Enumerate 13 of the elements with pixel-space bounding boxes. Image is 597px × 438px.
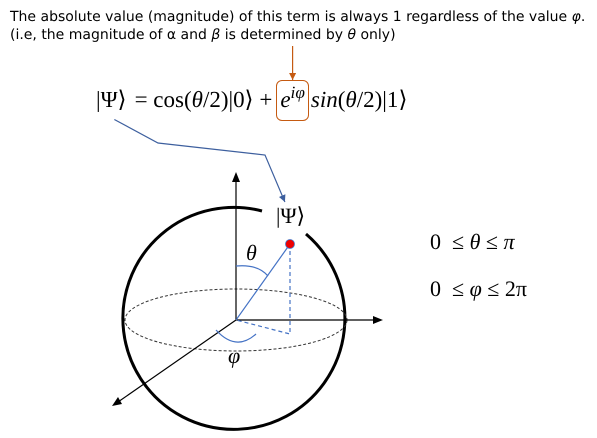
- state-label: |Ψ⟩: [276, 203, 306, 229]
- note-text: The absolute value (magnitude) of this term is always 1 regardless of the value φ.: [10, 8, 586, 26]
- equation-text: sin(θ/2)|1⟩: [310, 86, 408, 114]
- angle-label: φ: [228, 343, 240, 369]
- angle-label: θ: [246, 240, 257, 266]
- range-text: 0 ≤ φ ≤ 2π: [430, 275, 527, 303]
- highlight-box: e$^{iφ}$: [276, 80, 309, 120]
- arrow: [289, 46, 296, 80]
- note-text: (i.e, the magnitude of α and β is determined by θ only): [10, 26, 396, 44]
- leader-line: [114, 118, 286, 202]
- range-text: 0 ≤ θ ≤ π: [430, 228, 514, 256]
- equation-text: = cos(θ/2)|0⟩ +: [134, 86, 272, 114]
- state-symbol: |Ψ⟩: [96, 83, 127, 118]
